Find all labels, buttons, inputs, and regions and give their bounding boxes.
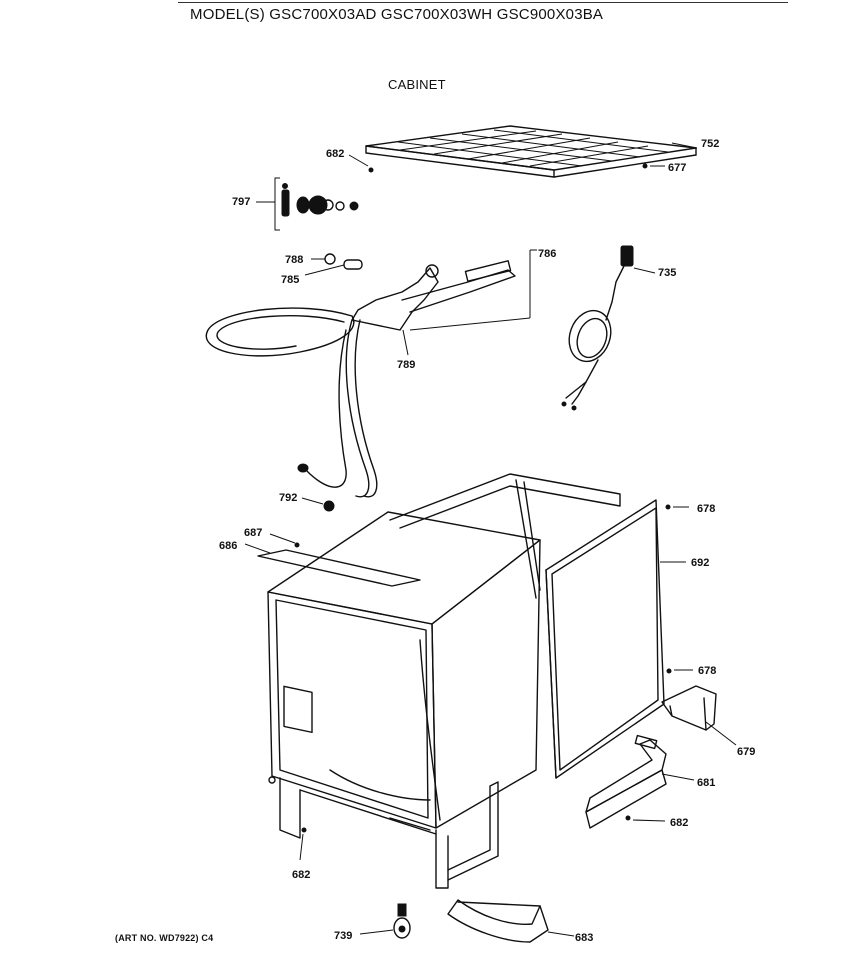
screw-687[interactable] [294,542,300,548]
part-hose-assembly-789[interactable] [205,260,516,498]
screw-682-rail[interactable] [625,815,631,821]
clip-785[interactable] [343,259,363,270]
oring-788[interactable] [324,253,336,265]
part-top-grille[interactable] [365,125,697,178]
header-rule [178,2,788,3]
callout-682-top: 682 [326,148,344,160]
part-toekick-683[interactable] [447,899,549,943]
screw-682-top[interactable] [368,167,374,173]
screw-677[interactable] [642,163,648,169]
screw-682-bottom[interactable] [301,827,307,833]
part-group-797[interactable] [256,177,359,231]
part-strip-686[interactable] [257,549,421,587]
callout-686: 686 [219,540,237,552]
model-title: MODEL(S) GSC700X03AD GSC700X03WH GSC900X… [190,6,604,23]
callout-687: 687 [244,527,262,539]
callout-678-upper: 678 [697,503,715,515]
part-leg-739[interactable] [393,903,411,939]
callout-785: 785 [281,274,299,286]
callout-752: 752 [701,138,719,150]
callout-735: 735 [658,267,676,279]
callout-682-bottom: 682 [292,869,310,881]
callout-792: 792 [279,492,297,504]
callout-labels: 752 677 682 797 788 785 786 735 789 792 … [219,138,755,944]
callout-679: 679 [737,746,755,758]
callout-683: 683 [575,932,593,944]
screw-678-lower[interactable] [666,668,672,674]
part-power-cord-735[interactable] [561,245,634,411]
cap-792[interactable] [323,500,335,512]
part-rail-681[interactable] [585,734,667,829]
art-number: (ART NO. WD7922) C4 [115,933,214,943]
callout-797: 797 [232,196,250,208]
callout-681: 681 [697,777,715,789]
callout-789: 789 [397,359,415,371]
callout-682-rail: 682 [670,817,688,829]
part-bracket-679[interactable] [661,685,717,731]
callout-678-lower: 678 [698,665,716,677]
callout-739: 739 [334,930,352,942]
callout-786: 786 [538,248,556,260]
callout-692: 692 [691,557,709,569]
callout-677: 677 [668,162,686,174]
screw-678-upper[interactable] [665,504,671,510]
part-tub-cabinet[interactable] [267,511,541,889]
section-title: CABINET [388,77,446,92]
callout-788: 788 [285,254,303,266]
